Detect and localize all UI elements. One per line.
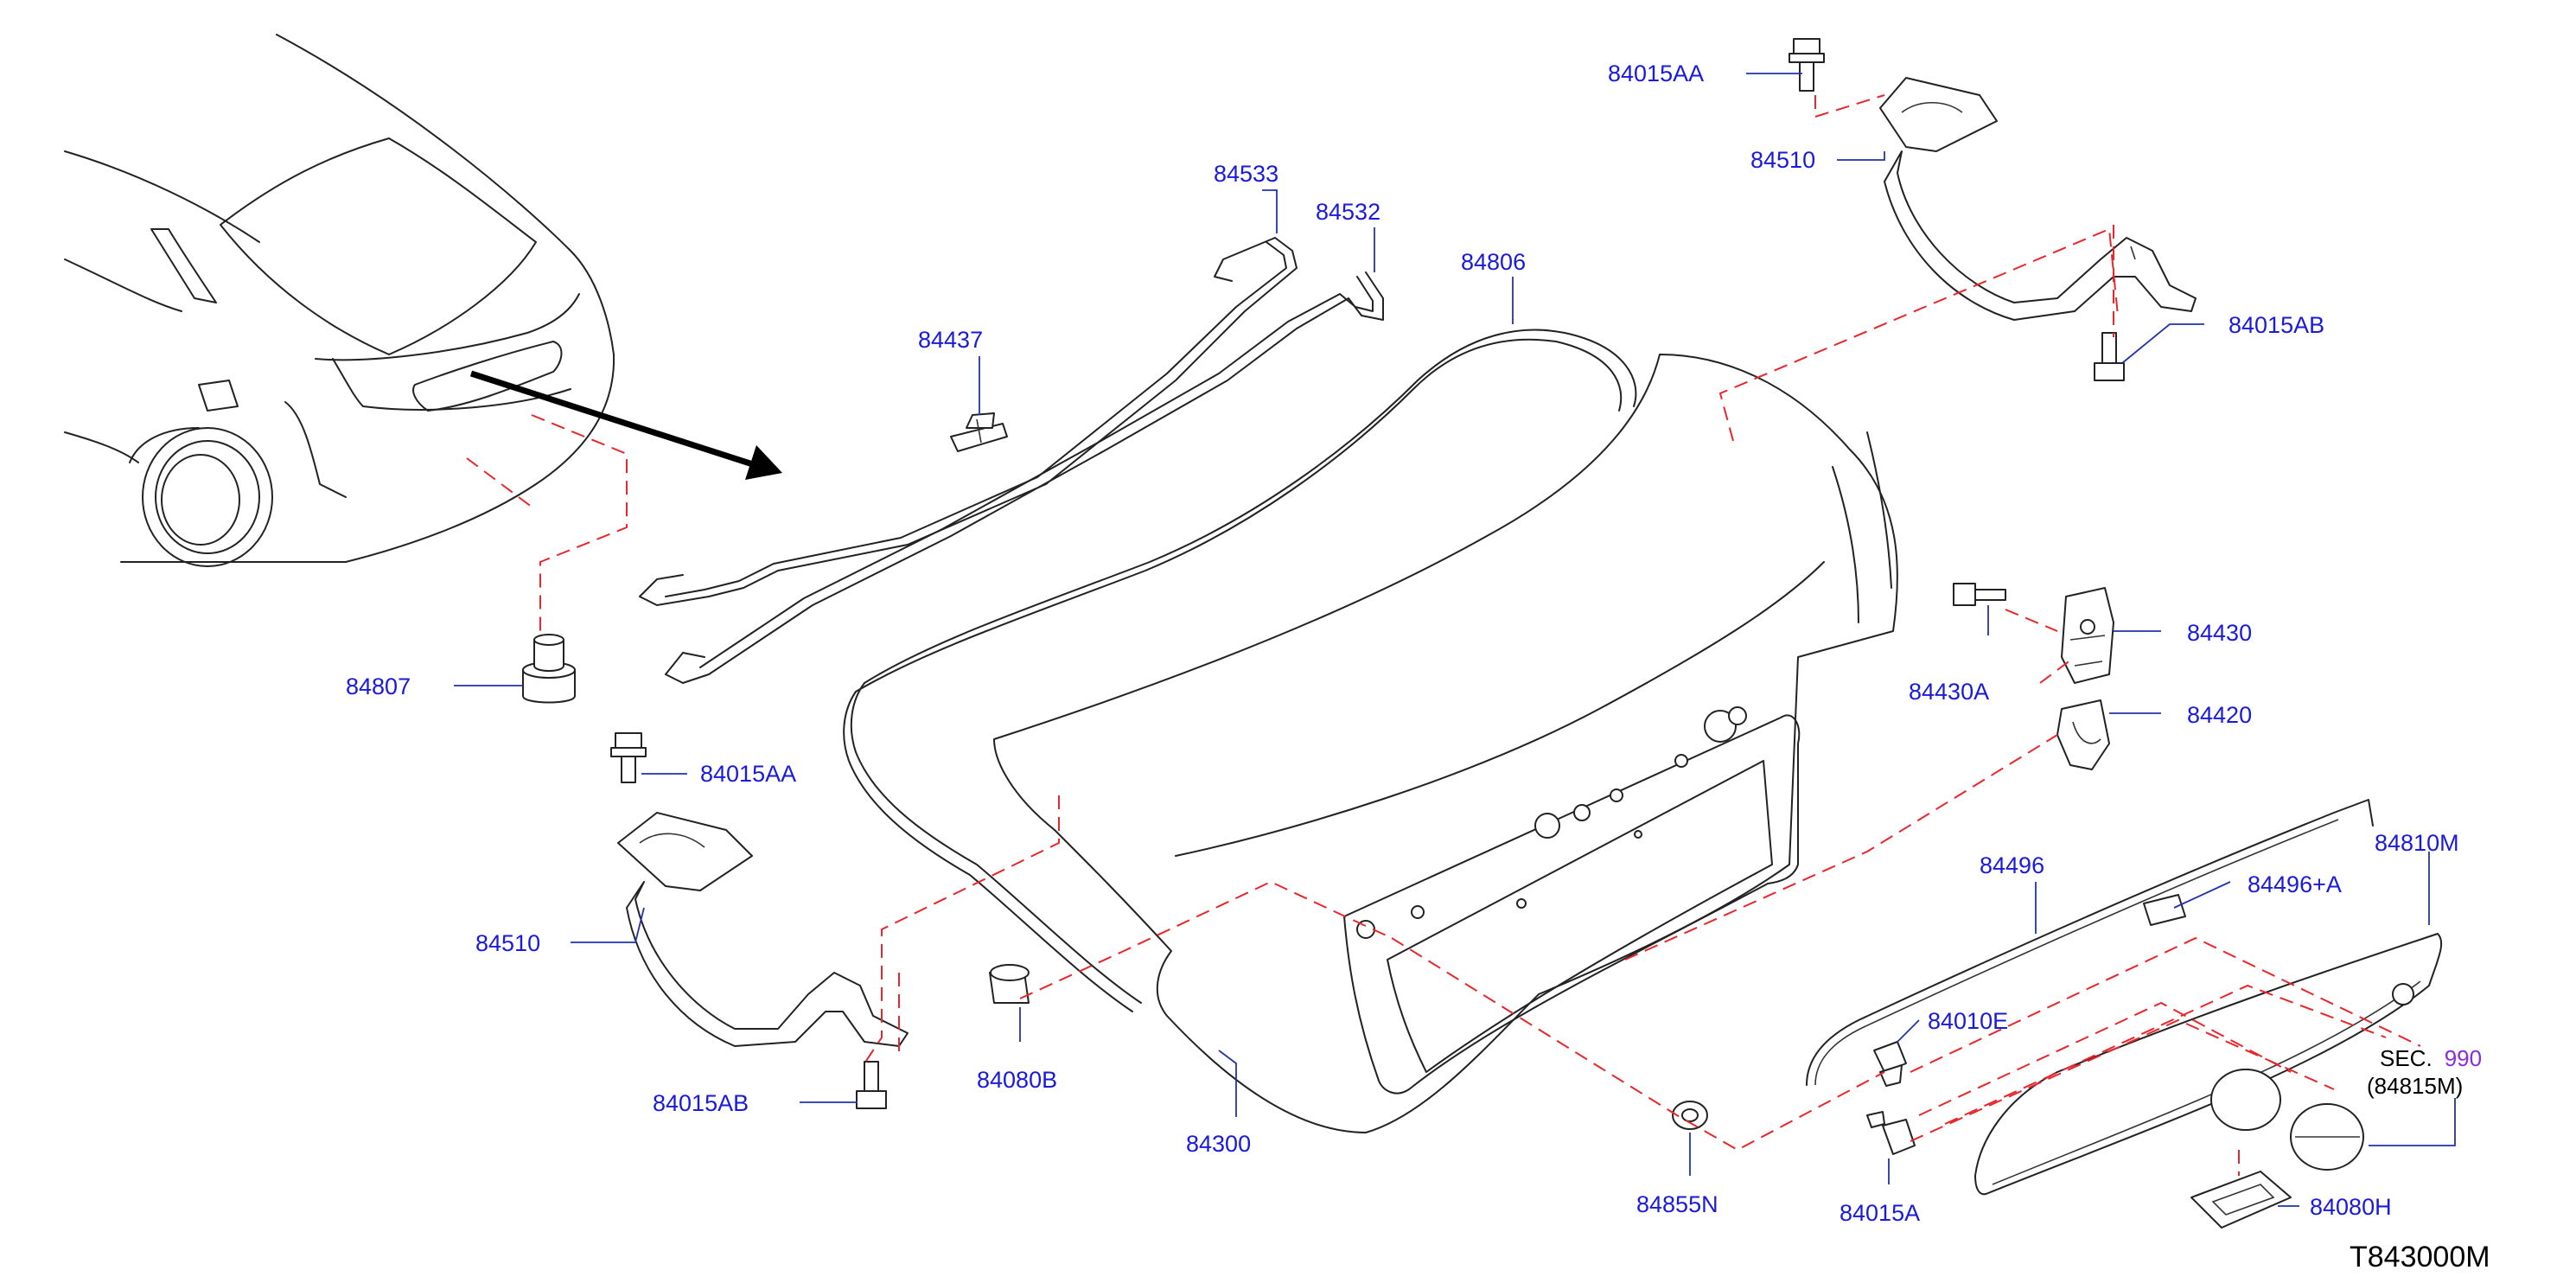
- bolt-84430A-drawing: [1953, 583, 2006, 606]
- diagram-code: T843000M: [2350, 1241, 2490, 1273]
- label-84510-top[interactable]: 84510: [1750, 147, 1815, 173]
- label-84496[interactable]: 84496: [1980, 852, 2044, 878]
- clip-84015A-drawing: [1866, 1111, 1916, 1155]
- lock-84430-drawing: [2061, 587, 2114, 684]
- label-84015AA-left[interactable]: 84015AA: [700, 761, 796, 787]
- grommet-84080B-drawing: [989, 964, 1030, 1004]
- clip-84437-drawing: [950, 412, 1008, 452]
- weatherstrip-84806-drawing: [843, 329, 1637, 1012]
- grommet-84855N-drawing: [1672, 1101, 1708, 1130]
- section-reference: SEC. 990 (84815M): [2367, 1045, 2482, 1099]
- label-84807[interactable]: 84807: [346, 673, 411, 699]
- label-84430A[interactable]: 84430A: [1909, 679, 1989, 705]
- clip-84010E-drawing: [1873, 1041, 1907, 1087]
- striker-84420-drawing: [2056, 699, 2110, 770]
- leader-lines: [454, 73, 2456, 1207]
- section-ref-number[interactable]: 990: [2445, 1045, 2482, 1071]
- assembly-guide-lines: [864, 94, 2421, 1176]
- label-84806[interactable]: 84806: [1461, 249, 1526, 275]
- hinge-84510-top-drawing: [1879, 77, 2197, 321]
- label-84080H[interactable]: 84080H: [2310, 1194, 2392, 1220]
- vehicle-overview-illustration: [64, 34, 782, 631]
- torsion-bar-84532-drawing: [665, 271, 1384, 684]
- label-84300[interactable]: 84300: [1186, 1131, 1251, 1157]
- hinge-84510-left-drawing: [617, 812, 909, 1047]
- part-number-labels: 84015AA 84510 84533 84532 84806 84437 84…: [346, 61, 2459, 1226]
- section-ref-subpart: (84815M): [2367, 1073, 2463, 1099]
- label-84533[interactable]: 84533: [1214, 161, 1278, 187]
- bolt-84015AA-top-drawing: [1789, 38, 1825, 92]
- label-84532[interactable]: 84532: [1316, 199, 1380, 225]
- bolt-84015AA-left-drawing: [610, 732, 647, 783]
- label-84430[interactable]: 84430: [2187, 620, 2252, 646]
- label-84420[interactable]: 84420: [2187, 702, 2252, 728]
- trunk-lid-84300-drawing: [993, 354, 1898, 1133]
- section-ref-prefix: SEC.: [2380, 1045, 2433, 1071]
- label-84855N[interactable]: 84855N: [1636, 1191, 1718, 1217]
- lamp-84080H-drawing: [2190, 1171, 2292, 1229]
- section-ref-line1: SEC. 990: [2380, 1045, 2482, 1071]
- label-84015AA-top[interactable]: 84015AA: [1608, 61, 1704, 86]
- label-84496A[interactable]: 84496+A: [2248, 871, 2342, 897]
- finisher-84810M-drawing: [1974, 933, 2443, 1196]
- molding-84496-drawing: [1806, 799, 2374, 1086]
- label-84015A[interactable]: 84015A: [1840, 1200, 1920, 1226]
- label-84015AB-left[interactable]: 84015AB: [653, 1090, 749, 1116]
- label-84010E[interactable]: 84010E: [1928, 1008, 2008, 1034]
- bolt-84015AB-right-drawing: [2094, 332, 2125, 381]
- bolt-84015AB-left-drawing: [856, 1061, 887, 1109]
- label-84015AB-right[interactable]: 84015AB: [2228, 312, 2324, 338]
- torsion-bar-84533-drawing: [639, 237, 1298, 606]
- label-84810M[interactable]: 84810M: [2375, 830, 2459, 856]
- label-84510-left[interactable]: 84510: [475, 930, 540, 956]
- label-84080B[interactable]: 84080B: [977, 1067, 1057, 1093]
- label-84437[interactable]: 84437: [918, 327, 983, 353]
- bumper-stopper-84807-drawing: [522, 634, 576, 704]
- clip-84496A-drawing: [2143, 894, 2186, 926]
